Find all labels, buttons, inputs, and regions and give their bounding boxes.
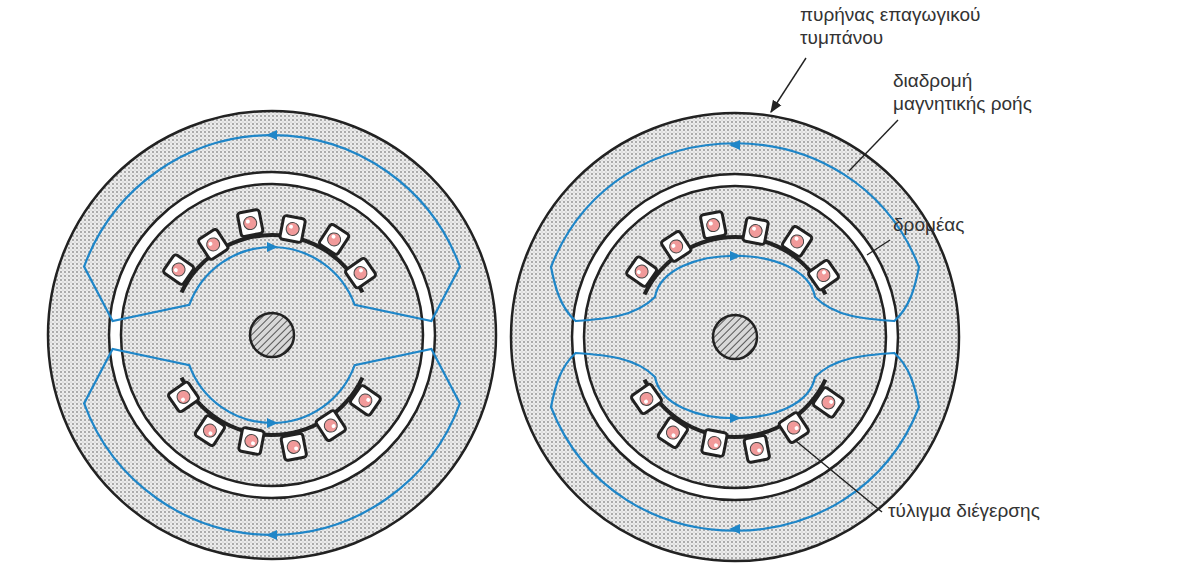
winding-slot [657, 417, 689, 449]
winding-slot [318, 223, 350, 255]
armature-core [48, 111, 496, 559]
winding-slot [625, 256, 657, 288]
callout-label: δρομέας [893, 214, 1053, 237]
winding-slot [781, 225, 813, 257]
winding-slot [700, 211, 726, 239]
winding-slot [778, 412, 810, 444]
leader-lines [771, 58, 898, 512]
winding-slot [344, 257, 376, 289]
winding-slot [162, 254, 194, 286]
two-pole-section [48, 111, 496, 559]
winding-slot [701, 429, 727, 457]
leader-line [867, 240, 890, 255]
callout-label: διαδρομή μαγνητικής ροής [893, 70, 1053, 116]
winding-slot [238, 427, 264, 455]
leader-line [771, 58, 806, 112]
flux-path [551, 140, 919, 534]
winding-slot [743, 217, 769, 245]
leader-line [796, 441, 882, 512]
winding-slot [237, 209, 263, 237]
air-gap [572, 174, 898, 500]
flux-path [84, 130, 460, 540]
leader-line [849, 120, 898, 171]
winding-slot [315, 410, 347, 442]
winding-slot [744, 435, 770, 463]
winding-slot [281, 433, 307, 461]
shaft [250, 313, 294, 357]
winding-slot [812, 387, 844, 419]
winding-slot [280, 215, 306, 243]
winding-slot [349, 385, 381, 417]
callout-label: τύλιγμα διέγερσης [888, 500, 1088, 523]
winding-slot [660, 230, 692, 262]
callout-label: πυρήνας επαγωγικού τυμπάνου [800, 4, 990, 50]
four-pole-section [511, 113, 959, 561]
winding-slot [197, 228, 229, 260]
rotor [121, 184, 423, 486]
armature-core [511, 113, 959, 561]
air-gap [109, 172, 435, 498]
rotor [584, 186, 886, 488]
winding-slot [167, 381, 199, 413]
shaft [713, 315, 757, 359]
winding-slot [194, 415, 226, 447]
